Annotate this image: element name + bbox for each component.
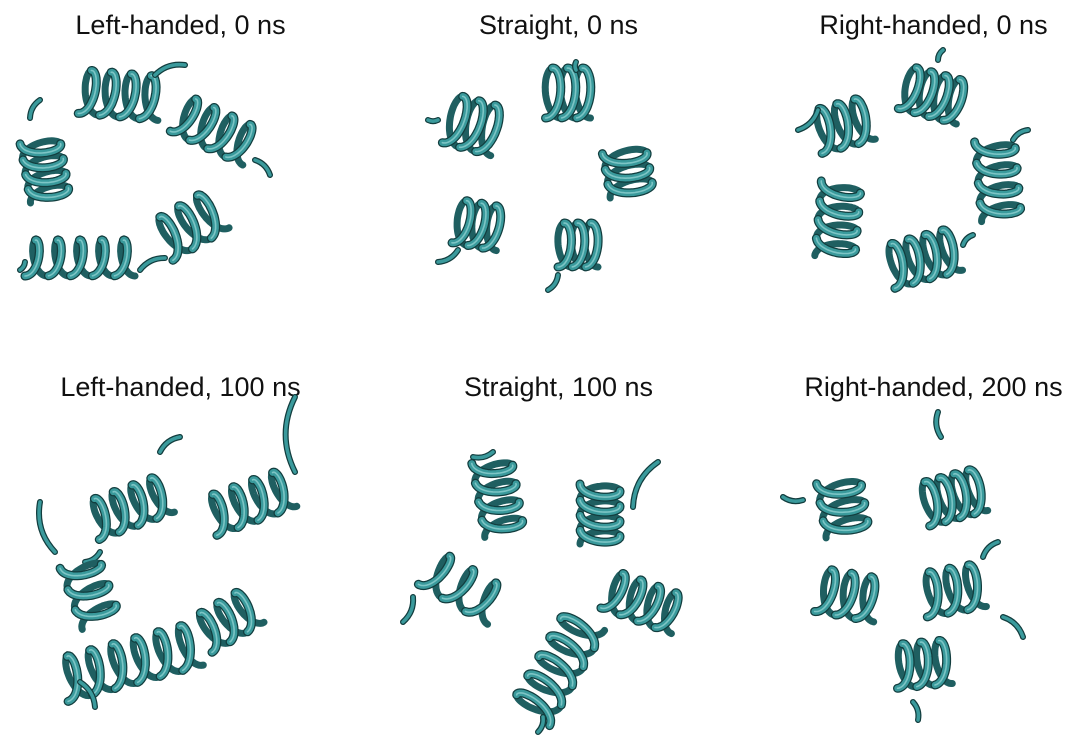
- alpha-helix: [78, 65, 185, 121]
- panel-straight-100ns: Straight, 100 ns: [378, 362, 739, 734]
- alpha-helix: [922, 412, 987, 526]
- coil-tail: [286, 397, 295, 472]
- helix-bundle-image: [378, 362, 739, 734]
- alpha-helix: [66, 626, 204, 707]
- helix-bundle-image: [0, 0, 361, 372]
- panel-left-handed-100ns: Left-handed, 100 ns: [0, 362, 361, 734]
- alpha-helix: [428, 96, 499, 155]
- panel-straight-0ns: Straight, 0 ns: [378, 0, 739, 372]
- helix-bundle-image: [0, 362, 361, 734]
- alpha-helix: [517, 617, 605, 732]
- panel-right-handed-0ns: Right-handed, 0 ns: [753, 0, 1083, 372]
- alpha-helix: [438, 201, 501, 262]
- alpha-helix: [898, 50, 963, 124]
- alpha-helix: [170, 99, 270, 175]
- coil-tail: [403, 597, 413, 622]
- coil-tail: [575, 62, 576, 70]
- alpha-helix: [403, 556, 497, 624]
- alpha-helix: [815, 570, 875, 622]
- alpha-helix: [602, 149, 652, 198]
- alpha-helix: [898, 641, 953, 721]
- coil-tail: [428, 120, 438, 121]
- alpha-helix: [85, 437, 180, 562]
- alpha-helix: [601, 574, 678, 634]
- alpha-helix: [159, 195, 229, 260]
- helix-bundle-image: [378, 0, 739, 372]
- alpha-helix: [212, 397, 297, 535]
- alpha-helix: [926, 542, 1023, 637]
- alpha-helix: [20, 240, 165, 276]
- helix-bundle-image: [753, 362, 1083, 734]
- alpha-helix: [200, 592, 265, 652]
- alpha-helix: [798, 99, 875, 153]
- alpha-helix: [20, 100, 69, 203]
- alpha-helix: [889, 230, 973, 288]
- alpha-helix: [975, 130, 1028, 222]
- alpha-helix: [815, 181, 861, 256]
- alpha-helix: [548, 223, 598, 290]
- alpha-helix: [783, 482, 868, 538]
- panel-right-handed-200ns: Right-handed, 200 ns: [753, 362, 1083, 734]
- alpha-helix: [545, 62, 591, 118]
- coil-tail: [140, 258, 165, 270]
- coil-tail: [160, 437, 180, 452]
- panel-left-handed-0ns: Left-handed, 0 ns: [0, 0, 361, 372]
- alpha-helix: [580, 462, 658, 544]
- helix-bundle-image: [753, 0, 1083, 372]
- alpha-helix: [472, 452, 523, 537]
